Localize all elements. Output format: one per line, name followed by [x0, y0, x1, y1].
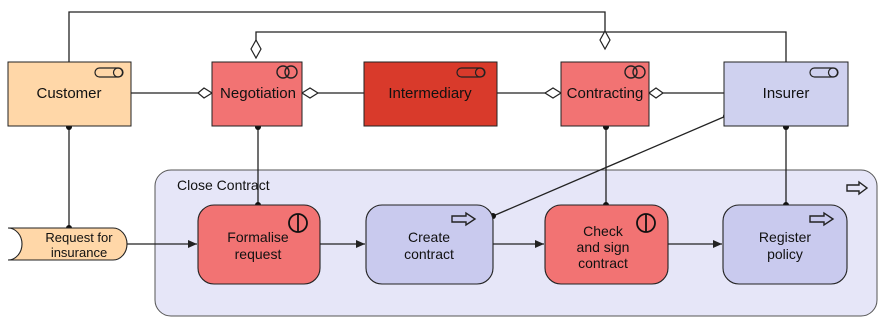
role-negotiation-label: Negotiation — [220, 85, 296, 102]
diamond-icon — [599, 29, 611, 51]
collaboration-icon — [624, 65, 646, 79]
interaction-icon — [636, 213, 656, 233]
actor-intermediary[interactable]: Intermediary — [363, 61, 498, 127]
interaction-icon — [288, 213, 308, 233]
connector-negotiation-insurer — [255, 31, 787, 62]
role-contracting[interactable]: Contracting — [560, 61, 650, 127]
step-create-line2: contract — [404, 246, 454, 262]
event-label-line1: Request for — [45, 230, 113, 245]
event-request-for-insurance[interactable]: Request for insurance — [7, 227, 128, 261]
process-label: Close Contract — [177, 177, 270, 193]
actor-icon — [809, 67, 839, 78]
step-check-and-sign-contract[interactable]: Check and sign contract — [544, 204, 669, 285]
diamond-icon — [647, 87, 665, 99]
actor-insurer-label: Insurer — [763, 85, 810, 102]
step-formalise-line2: request — [235, 246, 282, 262]
step-formalise-request[interactable]: Formalise request — [197, 204, 321, 285]
process-arrow-icon — [451, 211, 477, 227]
actor-icon — [94, 67, 124, 78]
connector-customer-contracting — [68, 11, 606, 62]
actor-insurer[interactable]: Insurer — [723, 61, 849, 127]
actor-icon — [456, 67, 486, 78]
diamond-icon — [197, 87, 214, 99]
step-register-line1: Register — [759, 229, 811, 245]
step-formalise-line1: Formalise — [227, 229, 289, 245]
role-negotiation[interactable]: Negotiation — [211, 61, 303, 127]
step-register-policy[interactable]: Register policy — [722, 204, 848, 285]
actor-customer-label: Customer — [36, 85, 101, 102]
step-create-line1: Create — [408, 229, 450, 245]
step-create-contract[interactable]: Create contract — [365, 204, 494, 285]
step-check-line1: Check — [583, 223, 624, 239]
actor-intermediary-label: Intermediary — [388, 85, 472, 102]
step-check-line3: contract — [578, 255, 628, 271]
role-contracting-label: Contracting — [567, 85, 644, 102]
diamond-icon — [250, 38, 262, 60]
event-label-line2: insurance — [51, 245, 107, 260]
actor-customer[interactable]: Customer — [7, 61, 132, 127]
diamond-icon — [300, 87, 320, 99]
step-register-line2: policy — [767, 246, 803, 262]
process-arrow-icon — [809, 211, 835, 227]
step-check-line2: and sign — [577, 239, 630, 255]
process-arrow-icon — [846, 180, 869, 196]
collaboration-icon — [276, 65, 298, 79]
process-container[interactable] — [154, 169, 878, 317]
diamond-icon — [543, 87, 563, 99]
connector-insurer-create — [492, 115, 727, 217]
